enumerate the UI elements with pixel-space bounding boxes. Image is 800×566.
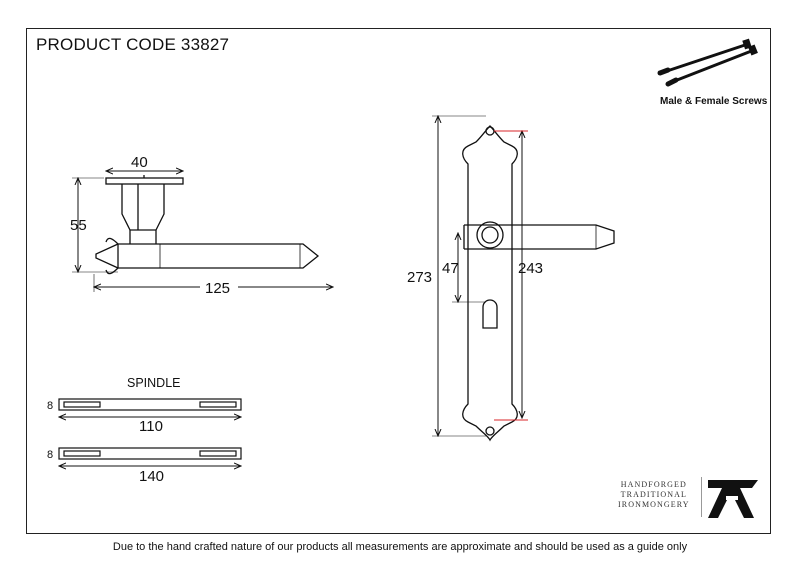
lever-length-label: 125 [205,280,230,297]
backplate-fixing-label: 243 [518,260,543,277]
anvil-logo-icon [708,480,758,518]
backplate-height-label: 273 [407,269,432,286]
screws-icon [657,38,758,87]
brand-line-2: TRADITIONAL [620,490,687,499]
brand-wordmark: HANDFORGED TRADITIONAL IRONMONGERY [618,480,690,510]
spindle-long-thickness: 8 [47,449,53,461]
spindle-short-thickness: 8 [47,400,53,412]
brand-line-1: HANDFORGED [620,480,687,489]
backplate [462,125,615,442]
disclaimer: Due to the hand crafted nature of our pr… [112,541,688,553]
lever-dimensions [72,171,333,292]
spindle-long [59,447,241,466]
lever-profile [95,175,320,275]
screws-label: Male & Female Screws [660,96,768,107]
lever-height-label: 55 [70,217,87,234]
product-code: PRODUCT CODE 33827 [36,35,230,54]
spindle-short [59,398,241,417]
brand-line-3: IRONMONGERY [618,500,690,509]
drawing-frame [26,28,771,534]
spindle-short-length: 110 [139,418,163,435]
spindle-title: SPINDLE [127,376,181,390]
brand-divider [701,477,702,517]
backplate-centre-label: 47 [442,260,459,277]
backplate-dimensions [432,116,522,436]
spindle-long-length: 140 [139,468,164,485]
lever-width-label: 40 [131,154,148,171]
